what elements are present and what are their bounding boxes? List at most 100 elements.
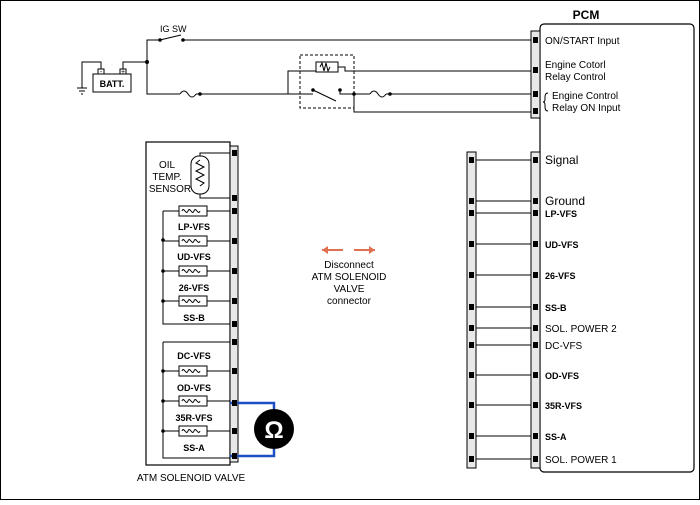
solenoid-label: SS-B: [183, 313, 205, 323]
pcm-pin: [533, 91, 538, 97]
disconnect-note-line: ATM SOLENOID: [312, 272, 387, 283]
valve-pin: [232, 150, 237, 156]
solenoid-dc-vfs: DC-VFS: [161, 351, 237, 377]
pcm-pin: [533, 433, 538, 439]
solenoid-coil-icon: [178, 205, 208, 217]
pcm-relay-on-input-label: Relay ON Input: [552, 103, 621, 114]
pcm-pin-sol-power-2-label: SOL. POWER 2: [545, 324, 617, 335]
valve-pin: [232, 400, 237, 406]
ohm-symbol: Ω: [264, 417, 283, 444]
harness-pin: [469, 304, 474, 310]
relay-contact-arm: [312, 89, 337, 102]
pcm-on-start-input-label: ON/START Input: [545, 36, 620, 47]
harness-pin: [469, 342, 474, 348]
pcm-pin: [533, 272, 538, 278]
harness-pin: [469, 157, 474, 163]
solenoid-bus-1: [162, 211, 230, 325]
pcm-pin: [533, 325, 538, 331]
solenoid-coil-icon: [178, 365, 208, 377]
junction-dot: [161, 429, 165, 433]
sensor-label-line: OIL: [159, 160, 176, 171]
pcm-pin: [533, 241, 538, 247]
battery-label: BATT.: [100, 79, 125, 89]
ohmmeter-icon: [254, 409, 294, 449]
solenoid-od-vfs: OD-VFS: [161, 383, 230, 407]
coil-winding: [181, 239, 201, 243]
valve-pin: [232, 339, 237, 345]
left-arrow-icon: [322, 246, 328, 254]
solenoid-26-vfs: 26-VFS: [161, 265, 237, 303]
solenoid-label: 26-VFS: [179, 283, 210, 293]
pcm-title: PCM: [573, 8, 600, 22]
pcm-pin: [533, 342, 538, 348]
pcm-pin: [533, 108, 538, 114]
solenoid-ss-a: SS-A: [183, 443, 205, 453]
pcm-connector-upper: [530, 30, 541, 119]
relay-contact-point: [311, 88, 315, 92]
valve-pin: [232, 298, 237, 304]
sensor-wire: [199, 152, 230, 156]
disconnect-note-line: connector: [327, 296, 372, 307]
solenoid-ud-vfs: UD-VFS: [161, 235, 237, 273]
pcm-pin-lp-vfs-label: LP-VFS: [545, 209, 577, 219]
coil-winding: [181, 429, 201, 433]
junction-dot: [161, 369, 165, 373]
pcm-pin: [533, 157, 538, 163]
valve-pin: [232, 268, 237, 274]
solenoid-lp-vfs: LP-VFS: [161, 205, 237, 242]
coil-winding: [181, 269, 201, 273]
valve-pin: [232, 428, 237, 434]
meter-lead-positive: [230, 401, 276, 411]
oil-temp-sensor: [190, 155, 210, 195]
harness-wires: [476, 159, 531, 460]
relay-control-wire: [338, 66, 531, 72]
main-relay: [299, 54, 355, 109]
coil-winding: [181, 209, 201, 213]
thermistor-icon: [194, 159, 206, 187]
meter-lead-negative: [230, 448, 276, 458]
pcm-pin: [533, 198, 538, 204]
harness-pin: [469, 198, 474, 204]
solenoid-bus-2: [162, 342, 230, 459]
solenoid-35r-vfs: 35R-VFS: [161, 413, 230, 437]
sensor-wire: [199, 194, 230, 199]
valve-pin: [232, 453, 237, 459]
pcm-pin: [533, 304, 538, 310]
fuse-2: [369, 90, 387, 98]
pcm-pin-sol-power-1-label: SOL. POWER 1: [545, 455, 617, 466]
relay-coil-supply-wire: [287, 70, 316, 94]
solenoid-label: 35R-VFS: [175, 413, 212, 423]
valve-pin: [232, 238, 237, 244]
harness-pins: [469, 157, 538, 462]
pcm-pin: [533, 402, 538, 408]
pcm-pin-od-vfs-label: OD-VFS: [545, 371, 579, 381]
solenoid-coil-icon: [178, 235, 208, 247]
battery-positive-wire: [122, 61, 147, 69]
pcm-pin-ud-vfs-label: UD-VFS: [545, 240, 579, 250]
relay-on-brace: [542, 92, 549, 112]
battery-body: [92, 73, 132, 93]
pcm-pin: [533, 372, 538, 378]
harness-pin: [469, 456, 474, 462]
pcm-pin: [533, 456, 538, 462]
pcm-pin: [533, 67, 538, 73]
solenoid-label: OD-VFS: [177, 383, 211, 393]
ig-wire: [146, 39, 160, 62]
harness-pin: [469, 210, 474, 216]
harness-pin: [469, 272, 474, 278]
pcm-pin-signal-label: Signal: [545, 153, 578, 167]
solenoid-coil-icon: [178, 295, 208, 307]
ig-switch-label: IG SW: [160, 24, 187, 34]
ohmmeter: Ω: [230, 400, 294, 459]
relay-on-input-wire: [353, 94, 531, 113]
pcm-pin-35r-vfs-label: 35R-VFS: [545, 401, 582, 411]
harness-pin: [469, 433, 474, 439]
pcm-pin-ss-a-label: SS-A: [545, 432, 567, 442]
sensor-label-line: TEMP.: [152, 172, 181, 183]
relay-feed-wire: [146, 62, 180, 95]
relay-output-wire: [339, 90, 370, 95]
disconnect-note: Disconnect ATM SOLENOID VALVE connector: [312, 246, 387, 307]
pcm-pin-dc-vfs-label: DC-VFS: [545, 341, 583, 352]
disconnect-note-line: VALVE: [334, 284, 365, 295]
solenoid-ss-b: SS-B: [163, 295, 237, 323]
